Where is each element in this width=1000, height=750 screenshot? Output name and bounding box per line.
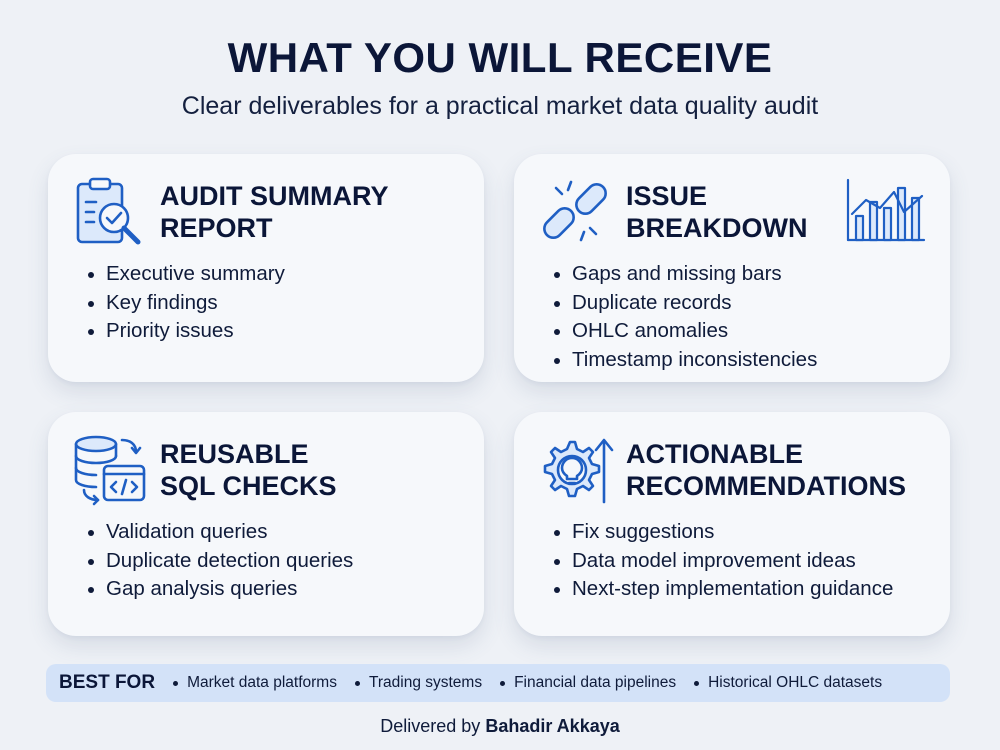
best-for-list: Market data platforms Trading systems Fi… [173,674,882,692]
clipboard-magnifier-icon [76,177,141,245]
best-for-label: BEST FOR [59,672,156,693]
list-item: Data model improvement ideas [554,547,893,576]
card-title: ISSUE BREAKDOWN [626,181,808,243]
card-reusable-sql-checks: REUSABLE SQL CHECKS Validation queries D… [48,412,484,636]
database-code-icon [74,435,146,506]
list-item: Duplicate detection queries [88,547,353,576]
card-title: AUDIT SUMMARY REPORT [160,181,389,243]
card-audit-summary: AUDIT SUMMARY REPORT Executive summary K… [48,154,484,382]
page-subtitle: Clear deliverables for a practical marke… [181,92,819,120]
card-list: Validation queries Duplicate detection q… [88,518,353,604]
list-item: Next-step implementation guidance [554,575,893,604]
footer-credit: Delivered by Bahadir Akkaya [380,716,620,736]
best-for-item: Financial data pipelines [500,674,676,692]
list-item: Validation queries [88,518,353,547]
card-list: Executive summary Key findings Priority … [88,260,285,346]
bar-chart-icon [846,178,926,242]
card-list: Gaps and missing bars Duplicate records … [554,260,817,374]
list-item: Key findings [88,289,285,318]
best-for-item: Trading systems [354,674,482,692]
author-name: Bahadir Akkaya [485,716,620,736]
list-item: Gaps and missing bars [554,260,817,289]
broken-chain-icon [543,180,607,242]
card-actionable-recommendations: ACTIONABLE RECOMMENDATIONS Fix suggestio… [514,412,950,636]
card-title: REUSABLE SQL CHECKS [160,439,337,501]
list-item: OHLC anomalies [554,317,817,346]
best-for-item: Market data platforms [173,674,337,692]
card-title: ACTIONABLE RECOMMENDATIONS [626,439,906,501]
list-item: Executive summary [88,260,285,289]
best-for-banner: BEST FOR Market data platforms Trading s… [46,664,950,702]
list-item: Duplicate records [554,289,817,318]
list-item: Gap analysis queries [88,575,353,604]
list-item: Fix suggestions [554,518,893,547]
gear-lightbulb-icon [543,438,614,504]
list-item: Timestamp inconsistencies [554,346,817,375]
card-issue-breakdown: ISSUE BREAKDOWN Gaps and missing bars Du… [514,154,950,382]
page-title: WHAT YOU WILL RECEIVE [227,34,773,81]
best-for-item: Historical OHLC datasets [694,674,882,692]
card-list: Fix suggestions Data model improvement i… [554,518,893,604]
list-item: Priority issues [88,317,285,346]
